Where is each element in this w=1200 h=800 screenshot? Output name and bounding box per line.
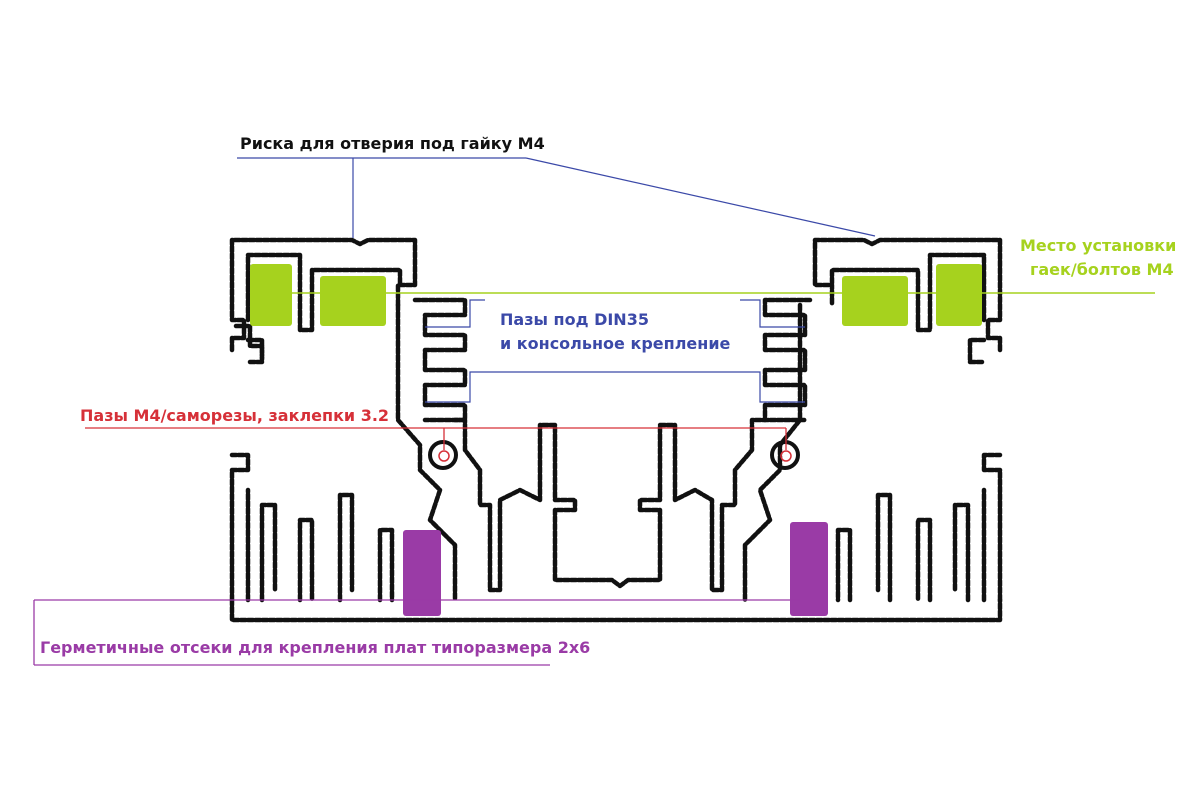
label-din-line1: Пазы под DIN35: [500, 310, 649, 329]
nut-place-left-outer: [250, 264, 292, 326]
right-screw-hole: [770, 440, 800, 470]
center-body: [452, 417, 768, 593]
label-sealed: Герметичные отсеки для крепления плат ти…: [40, 638, 591, 657]
sealed-compartments: [403, 522, 828, 616]
label-nut-mark: Риска для отверия под гайку М4: [240, 134, 545, 153]
label-nut-place-line2: гаек/болтов М4: [1030, 260, 1174, 279]
left-screw-hole: [428, 440, 458, 470]
label-m4-slots: Пазы М4/саморезы, заклепки 3.2: [80, 406, 390, 425]
profile-outline: [229, 237, 1003, 623]
m4-slot-leaders: [85, 427, 787, 450]
din-leader-left-bottom: [425, 371, 805, 403]
nut-place-right-outer: [936, 264, 982, 326]
sealed-leaders: [33, 599, 800, 666]
left-fins: [259, 492, 395, 603]
din-leader-left-top: [425, 299, 485, 328]
din-leaders: [425, 299, 805, 403]
left-hook: [233, 323, 265, 361]
right-screw-mark: [780, 450, 792, 462]
label-nut-place-line1: Место установки: [1020, 236, 1177, 255]
nut-place-right-inner: [842, 276, 908, 326]
sealed-left: [403, 530, 441, 616]
din-slots-right: [742, 297, 813, 603]
label-din-line2: и консольное крепление: [500, 334, 731, 353]
profile-base: [229, 597, 1003, 623]
left-tower-outer: [229, 237, 418, 603]
nut-place-left-inner: [320, 276, 386, 326]
nut-mark-leader-right: [525, 157, 876, 237]
right-fins: [835, 492, 971, 603]
left-screw-mark: [438, 450, 450, 462]
din-leader-right-top: [740, 299, 805, 328]
nut-places: [250, 264, 982, 326]
sealed-right: [790, 522, 828, 616]
right-tower-inner: [829, 252, 987, 603]
nut-mark-leaders: [237, 157, 876, 238]
right-tower-outer: [812, 237, 1003, 603]
din-slots-left: [395, 297, 468, 603]
